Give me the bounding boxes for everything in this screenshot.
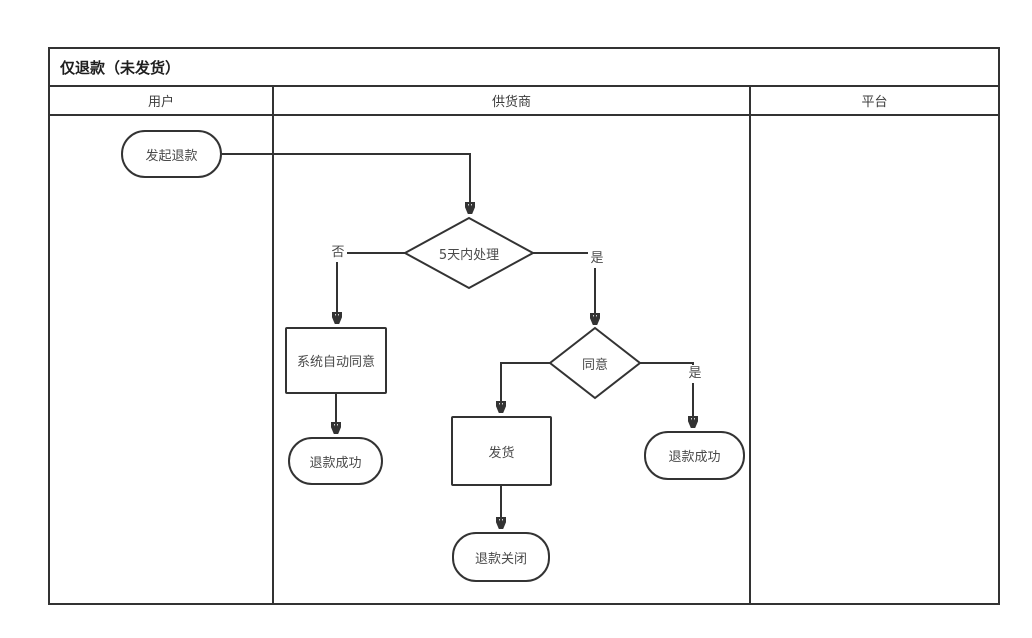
- start-node: 发起退款: [121, 130, 222, 178]
- refund-success-right-node: 退款成功: [644, 431, 745, 480]
- lane-header-platform: 平台: [861, 95, 888, 110]
- lane-body-user: [50, 116, 274, 603]
- refund-success-left-node: 退款成功: [288, 437, 383, 485]
- lane-header-supplier: 供货商: [274, 87, 751, 114]
- lane-body-supplier: [274, 116, 751, 603]
- lane-header-user: 用户: [50, 87, 274, 114]
- lane-body-platform: [751, 116, 998, 603]
- edge-label-yes-5days: 是: [588, 250, 606, 268]
- ship-node: 发货: [451, 416, 552, 486]
- edge-label-no: 否: [329, 244, 347, 262]
- edge-label-yes-agree: 是: [686, 365, 704, 383]
- auto-agree-node: 系统自动同意: [285, 327, 387, 394]
- refund-closed-node: 退款关闭: [452, 532, 550, 582]
- lane-body-row: [50, 116, 998, 603]
- diagram-title: 仅退款（未发货）: [50, 49, 998, 87]
- lane-header-row: 用户 供货商 平台: [50, 87, 998, 116]
